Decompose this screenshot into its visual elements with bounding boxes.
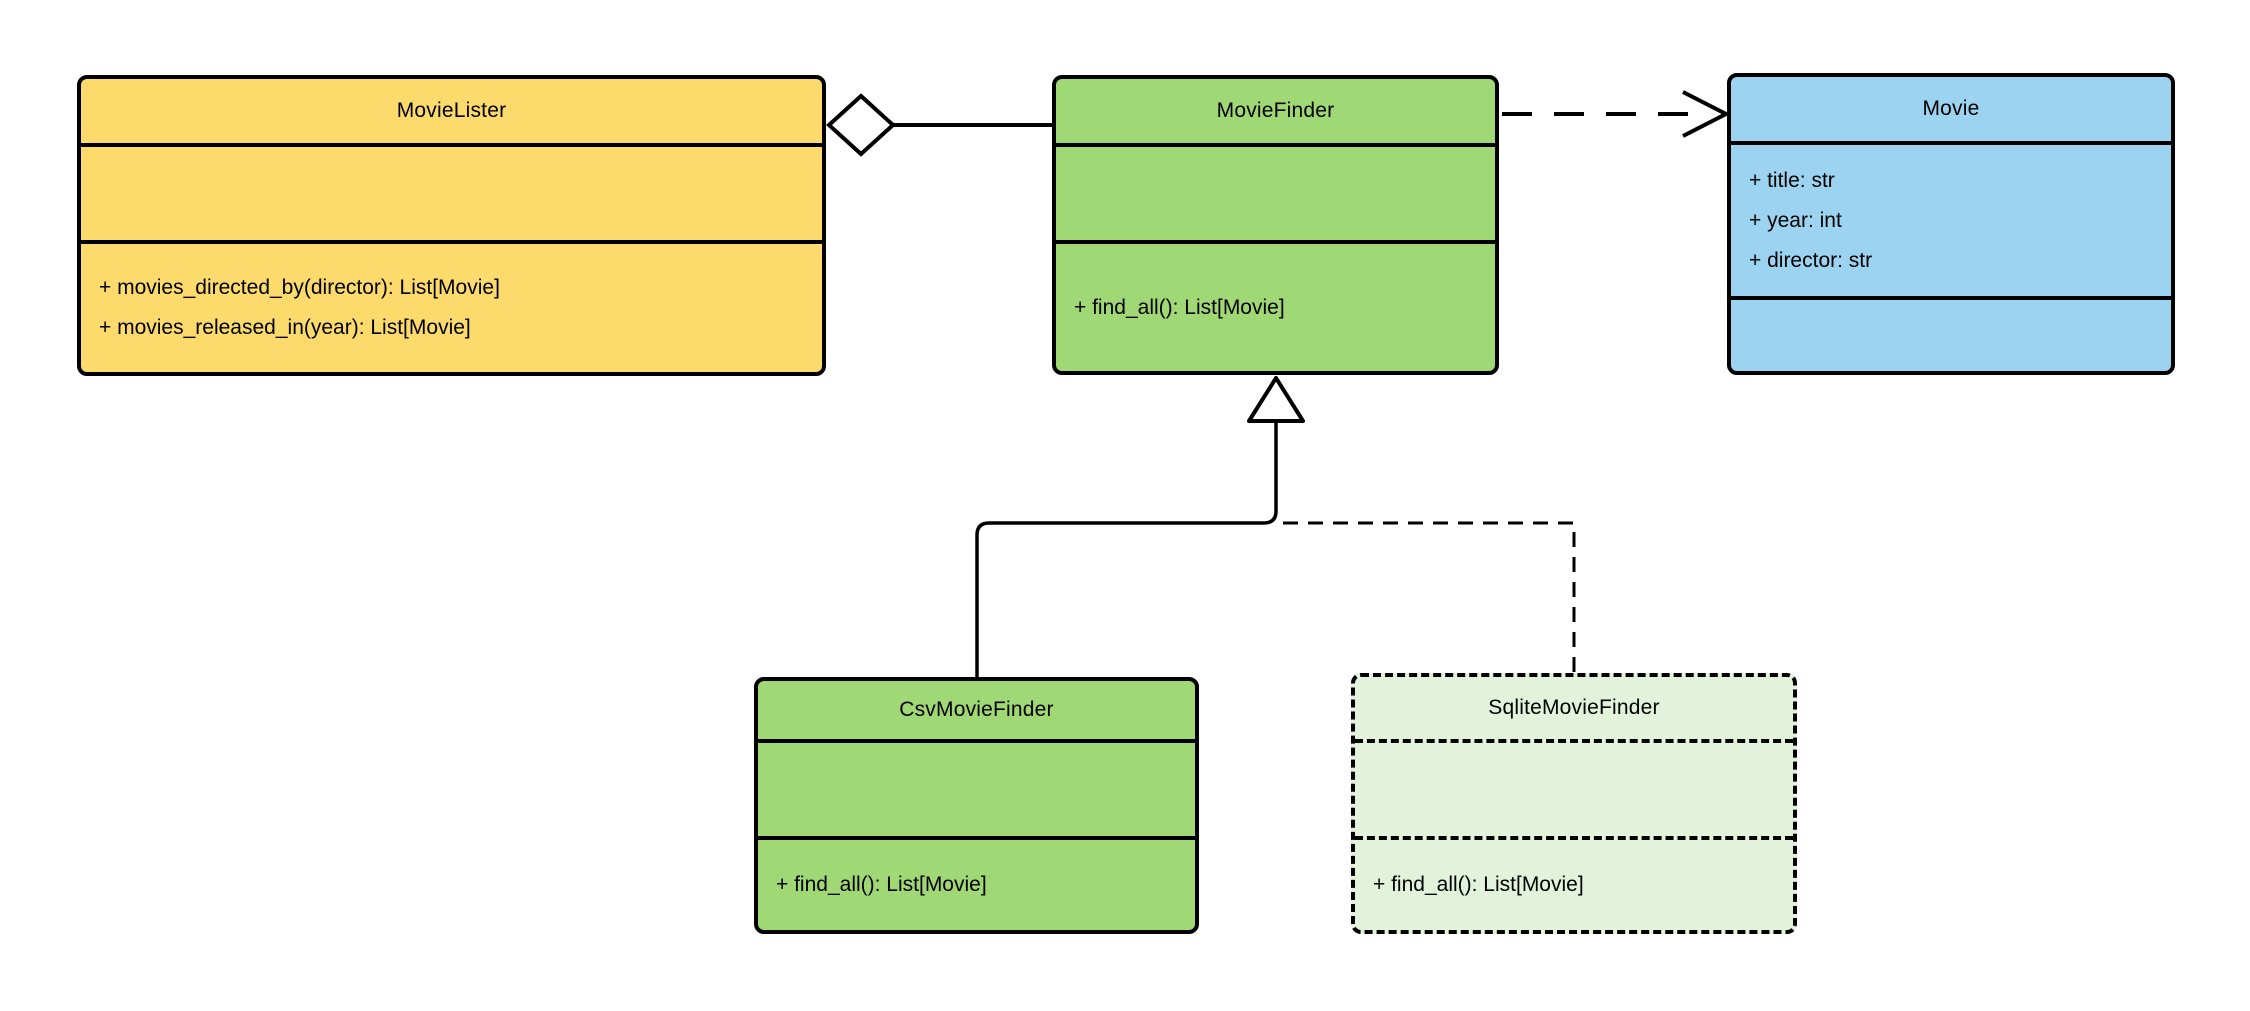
class-movielister[interactable]: MovieLister + movies_directed_by(directo… xyxy=(77,75,826,376)
generalization-line-solid[interactable] xyxy=(975,420,1278,679)
generalization-line-dashed[interactable] xyxy=(1283,521,1576,675)
class-title: Movie xyxy=(1731,77,2171,145)
class-title: MovieLister xyxy=(81,79,822,147)
methods-compartment: + find_all(): List[Movie] xyxy=(1056,244,1495,371)
attributes-compartment xyxy=(1355,743,1793,840)
method-text: + find_all(): List[Movie] xyxy=(1074,295,1285,319)
methods-compartment: + movies_directed_by(director): List[Mov… xyxy=(81,244,822,372)
class-movie[interactable]: Movie + title: str + year: int + directo… xyxy=(1727,73,2175,375)
methods-compartment: + find_all(): List[Movie] xyxy=(1355,840,1793,930)
class-title: CsvMovieFinder xyxy=(758,681,1195,743)
method-text: + movies_directed_by(director): List[Mov… xyxy=(99,276,500,299)
dependency-arrowhead[interactable] xyxy=(1682,90,1731,138)
class-csvmoviefinder[interactable]: CsvMovieFinder + find_all(): List[Movie] xyxy=(754,677,1199,934)
class-moviefinder[interactable]: MovieFinder + find_all(): List[Movie] xyxy=(1052,75,1499,375)
class-sqlitemoviefinder[interactable]: SqliteMovieFinder + find_all(): List[Mov… xyxy=(1351,673,1797,934)
methods-compartment: + find_all(): List[Movie] xyxy=(758,840,1195,930)
aggregation-connector[interactable] xyxy=(826,93,1054,157)
method-text: + find_all(): List[Movie] xyxy=(1373,873,1584,896)
attributes-compartment xyxy=(81,147,822,244)
generalization-connector-sqlite[interactable] xyxy=(1283,521,1576,675)
class-title: MovieFinder xyxy=(1056,79,1495,147)
attributes-compartment: + title: str + year: int + director: str xyxy=(1731,145,2171,300)
method-text: + find_all(): List[Movie] xyxy=(776,873,987,896)
method-text: + movies_released_in(year): List[Movie] xyxy=(99,316,471,339)
generalization-connector-csv[interactable] xyxy=(975,376,1305,679)
generalization-triangle[interactable] xyxy=(1247,376,1305,423)
dependency-connector[interactable] xyxy=(1502,90,1731,138)
attribute-text: + director: str xyxy=(1749,248,1873,272)
attribute-text: + year: int xyxy=(1749,208,1842,232)
attributes-compartment xyxy=(758,743,1195,840)
class-title: SqliteMovieFinder xyxy=(1355,677,1793,743)
aggregation-diamond[interactable] xyxy=(826,93,896,157)
attribute-text: + title: str xyxy=(1749,168,1835,192)
attributes-compartment xyxy=(1056,147,1495,244)
